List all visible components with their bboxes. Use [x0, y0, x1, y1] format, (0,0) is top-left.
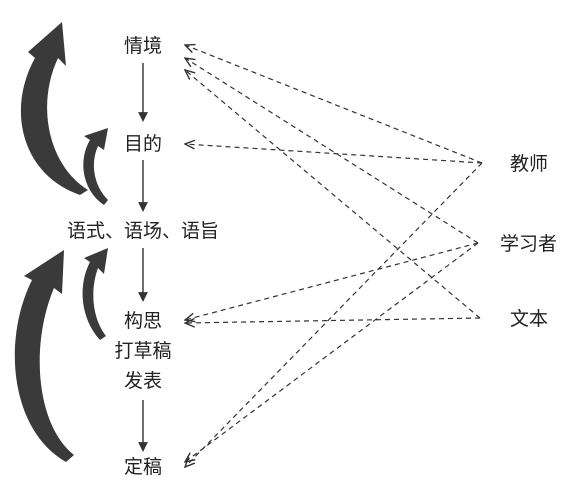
- participant-text-label: 文本: [510, 308, 548, 330]
- link-teacher-context: [185, 45, 483, 164]
- link-learner-conceive: [185, 242, 479, 320]
- participant-learner-label: 学习者: [500, 233, 557, 255]
- feedback-arrow-purpose-loop: [83, 128, 108, 205]
- stage-purpose-label: 目的: [124, 133, 162, 155]
- link-learner-context: [185, 58, 479, 244]
- stage-finalize-label: 定稿: [124, 456, 162, 478]
- stage-context-label: 情境: [124, 35, 162, 57]
- participant-teacher-label: 教师: [510, 153, 548, 175]
- link-teacher-purpose: [185, 144, 483, 164]
- stage-draft-label: 打草稿: [114, 340, 171, 362]
- link-text-conceive: [185, 317, 481, 323]
- feedback-arrow-conceive-loop: [82, 248, 108, 340]
- link-teacher-finalize: [185, 162, 483, 467]
- stage-register-label: 语式、语场、语旨: [67, 220, 219, 242]
- stage-publish-label: 发表: [124, 370, 162, 392]
- link-text-context: [185, 70, 481, 319]
- stage-conceive-label: 构思: [124, 310, 162, 332]
- feedback-arrow-register-to-context: [20, 22, 88, 195]
- feedback-arrow-final-to-register: [14, 250, 74, 462]
- link-learner-finalize: [185, 242, 479, 462]
